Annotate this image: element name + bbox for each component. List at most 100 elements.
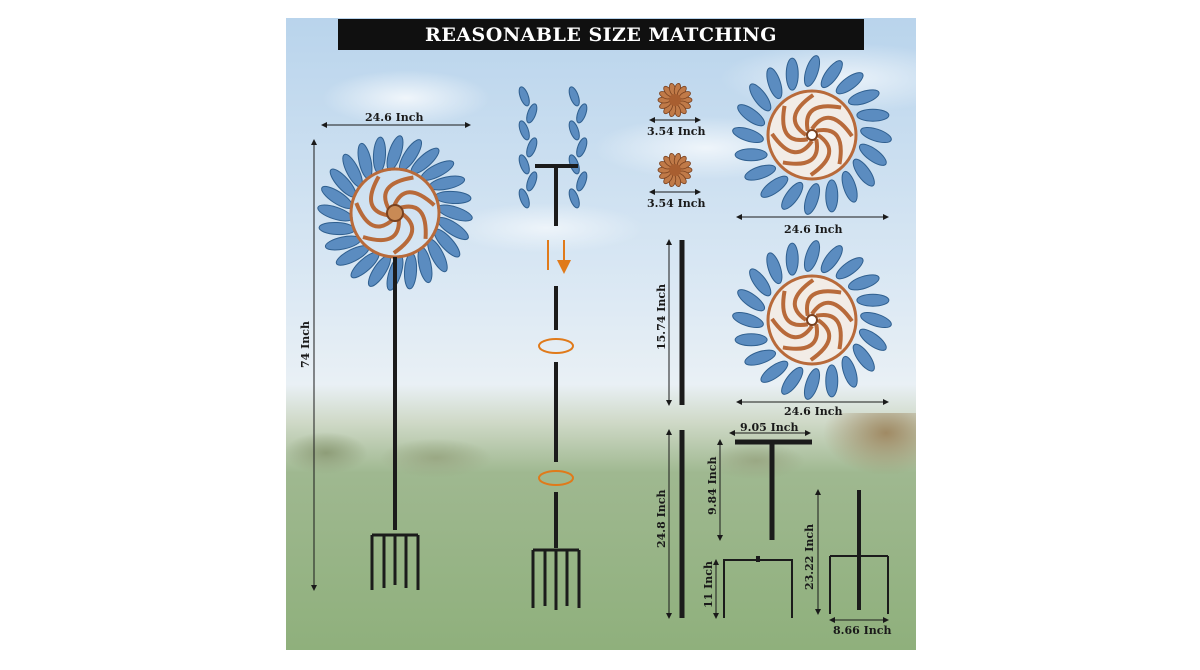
petal-center: [669, 164, 681, 176]
blade: [781, 366, 804, 395]
total-height-label: 74 Inch: [299, 321, 312, 368]
blade: [766, 67, 783, 100]
blade: [860, 126, 892, 144]
swirl-arm: [781, 290, 809, 327]
stake-bracket-part: [723, 559, 793, 618]
swirl-arm: [770, 132, 814, 155]
blade: [847, 274, 880, 291]
blade: [737, 104, 766, 127]
swirl-arm: [810, 115, 854, 138]
side-blade: [568, 120, 580, 141]
swirl-arm: [792, 93, 815, 137]
blade: [734, 148, 768, 162]
blade: [835, 257, 864, 280]
blade: [856, 108, 890, 122]
blade: [403, 252, 418, 290]
stake-legs: [829, 555, 889, 614]
left-spinner-swirl: [354, 175, 436, 255]
blade: [835, 72, 864, 95]
side-blade: [576, 171, 588, 192]
swirl-arm: [383, 175, 414, 212]
swirl-arm: [809, 133, 832, 177]
swirl-arm: [815, 313, 843, 350]
title-banner: REASONABLE SIZE MATCHING: [338, 19, 864, 50]
side-blade: [526, 103, 538, 124]
blade: [856, 293, 890, 307]
small-spinner-1: [657, 82, 693, 118]
spinner-head-bottom: [732, 240, 892, 400]
left-spinner-blades: [317, 135, 473, 291]
side-blade: [526, 171, 538, 192]
upper-pole-label: 15.74 Inch: [655, 284, 668, 350]
blade: [372, 136, 387, 174]
t-bar-part: [735, 439, 812, 540]
side-blade: [518, 154, 530, 175]
blade: [781, 181, 804, 210]
swirl-arm: [391, 190, 436, 208]
tree-line: [286, 413, 916, 483]
blade: [852, 343, 875, 372]
small-spinner-1-label: 3.54 Inch: [647, 125, 705, 138]
blade: [318, 221, 356, 236]
blade: [803, 183, 821, 215]
blade: [803, 240, 821, 272]
side-blade: [568, 86, 580, 107]
side-blade: [576, 103, 588, 124]
left-stake-legs: [370, 533, 420, 590]
blade: [744, 349, 777, 366]
lower-pole-label: 24.8 Inch: [655, 490, 668, 548]
blade: [760, 175, 789, 198]
small-spinner-2-label: 3.54 Inch: [647, 197, 705, 210]
side-blade: [518, 120, 530, 141]
blade: [732, 126, 764, 144]
blade: [803, 55, 821, 87]
blade: [732, 311, 764, 329]
swirl-arm: [398, 204, 428, 239]
bottom-head-width-label: 24.6 Inch: [784, 405, 842, 418]
blade: [858, 143, 887, 166]
blade: [737, 289, 766, 312]
blade: [820, 60, 843, 89]
blade: [434, 190, 472, 205]
side-blade: [518, 188, 530, 209]
blade: [858, 328, 887, 351]
blade: [825, 179, 839, 213]
swirl-arm: [782, 323, 819, 351]
swirl-arm: [810, 300, 854, 323]
blade: [803, 368, 821, 400]
swirl-arm: [805, 104, 842, 132]
blade: [760, 360, 789, 383]
title-text: REASONABLE SIZE MATCHING: [425, 23, 777, 46]
swirl-arm: [392, 211, 415, 255]
blade: [785, 242, 799, 276]
stake-height-label: 23.22 Inch: [803, 524, 816, 590]
swirl-arm: [781, 105, 809, 142]
blade: [744, 164, 777, 181]
blade: [749, 268, 772, 297]
t-bar-height-label: 9.84 Inch: [706, 457, 719, 515]
blade: [825, 364, 839, 398]
top-head-width-label: 24.6 Inch: [784, 223, 842, 236]
swirl-arm: [354, 202, 396, 229]
swirl-arm: [782, 138, 819, 166]
t-bar-width-label: 9.05 Inch: [740, 421, 798, 434]
side-view-blades: [518, 86, 588, 209]
spinner-head-top: [732, 55, 892, 215]
left-spinner-hub: [386, 204, 404, 222]
blade: [841, 355, 858, 388]
twist-arrow-2: [538, 470, 574, 486]
side-blade: [518, 86, 530, 107]
swirl-arm: [815, 128, 843, 165]
swirl-arm: [369, 175, 390, 218]
swirl-arm: [792, 278, 815, 322]
blade: [820, 245, 843, 274]
blade: [852, 158, 875, 187]
stake-width-label: 8.66 Inch: [833, 624, 891, 637]
swirl-arm: [805, 289, 842, 317]
blade: [847, 89, 880, 106]
side-view-t-bar: [535, 164, 578, 226]
blade: [841, 170, 858, 203]
side-blade: [576, 137, 588, 158]
stake-bracket-tab: [756, 556, 760, 562]
assembled-spinner: [317, 135, 473, 590]
